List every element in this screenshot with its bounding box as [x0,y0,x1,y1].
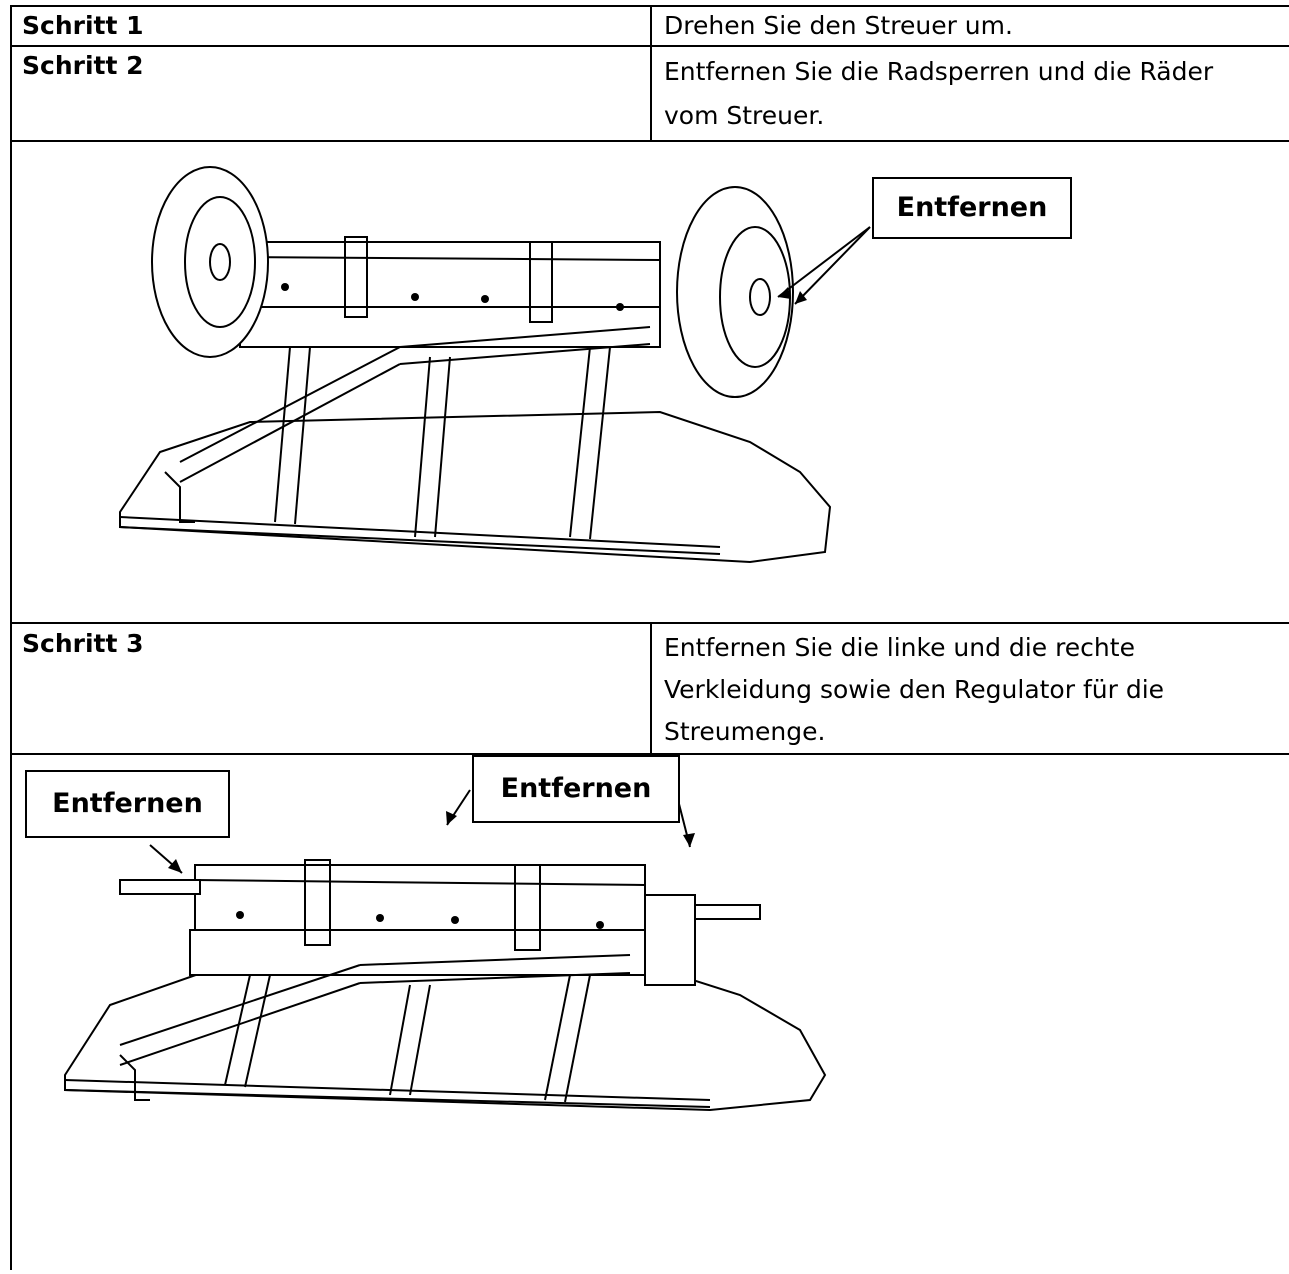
step-instruction: Entfernen Sie die Radsperren und die Räd… [664,57,1214,130]
spreader-wheels-figure: Entfernen [10,142,1289,622]
step-instruction: Drehen Sie den Streuer um. [664,11,1013,40]
spreader-wheels-drawing [119,166,871,564]
step-label: Schritt 1 [22,11,144,40]
row-divider [10,622,1289,624]
step-instruction: Entfernen Sie die linke und die rechte V… [664,633,1165,746]
column-divider [650,5,652,141]
row-divider [10,140,1289,142]
remove-callout: Entfernen [872,177,1072,239]
instruction-table: Schritt 1 Drehen Sie den Streuer um. Sch… [10,5,1289,1270]
spreader-covers-drawing [64,789,827,1112]
remove-callout-center: Entfernen [472,755,680,823]
spreader-covers-figure: Entfernen Entfernen [10,755,1289,1270]
remove-callout-left: Entfernen [25,770,230,838]
row-divider [10,753,1289,755]
table-border-top [10,5,1289,7]
column-divider [650,622,652,754]
step-label: Schritt 3 [22,629,144,658]
step-label: Schritt 2 [22,51,144,80]
row-divider [10,45,1289,47]
table-border-left [10,5,12,1270]
